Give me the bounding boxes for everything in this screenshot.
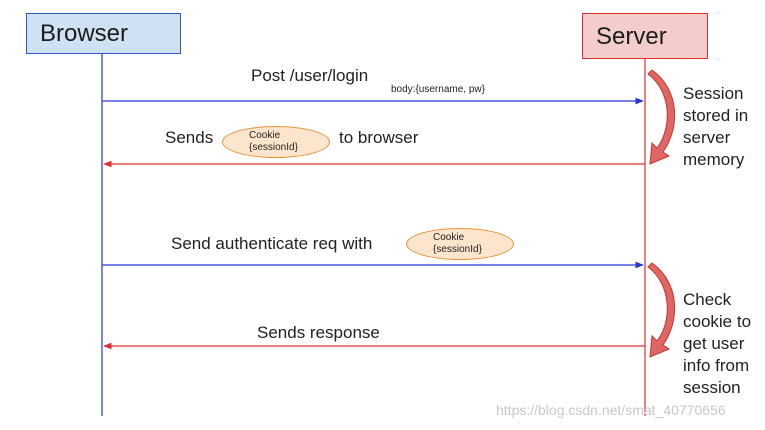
- session-id-label-request: {sessionId}: [433, 244, 482, 255]
- cookie-label: Cookie: [249, 130, 281, 141]
- check-cookie-curved-arrow: [647, 262, 676, 358]
- session-stored-note: Session stored in server memory: [683, 84, 749, 169]
- cookie-session-ellipse-request: Cookie {sessionId}: [406, 228, 514, 260]
- session-id-label: {sessionId}: [249, 142, 298, 153]
- browser-participant-label: Browser: [40, 20, 129, 47]
- authenticated-request-label: Send authenticate req with: [171, 234, 373, 253]
- login-request-body: body:{username, pw}: [391, 84, 485, 95]
- cookie-session-ellipse: Cookie {sessionId}: [222, 126, 330, 158]
- login-request-label: Post /user/login: [251, 66, 369, 85]
- final-response-label: Sends response: [257, 323, 380, 342]
- session-store-curved-arrow: [647, 69, 676, 165]
- server-participant-box: Server: [582, 13, 708, 59]
- server-participant-label: Server: [596, 23, 667, 50]
- cookie-label-request: Cookie: [433, 232, 465, 243]
- browser-participant-box: Browser: [26, 13, 181, 54]
- sends-cookie-prefix: Sends: [165, 128, 214, 147]
- watermark-url: https://blog.csdn.net/smat_40770656: [496, 402, 726, 418]
- sends-cookie-suffix: to browser: [339, 128, 419, 147]
- check-cookie-note: Check cookie to get user info from sessi…: [683, 290, 752, 397]
